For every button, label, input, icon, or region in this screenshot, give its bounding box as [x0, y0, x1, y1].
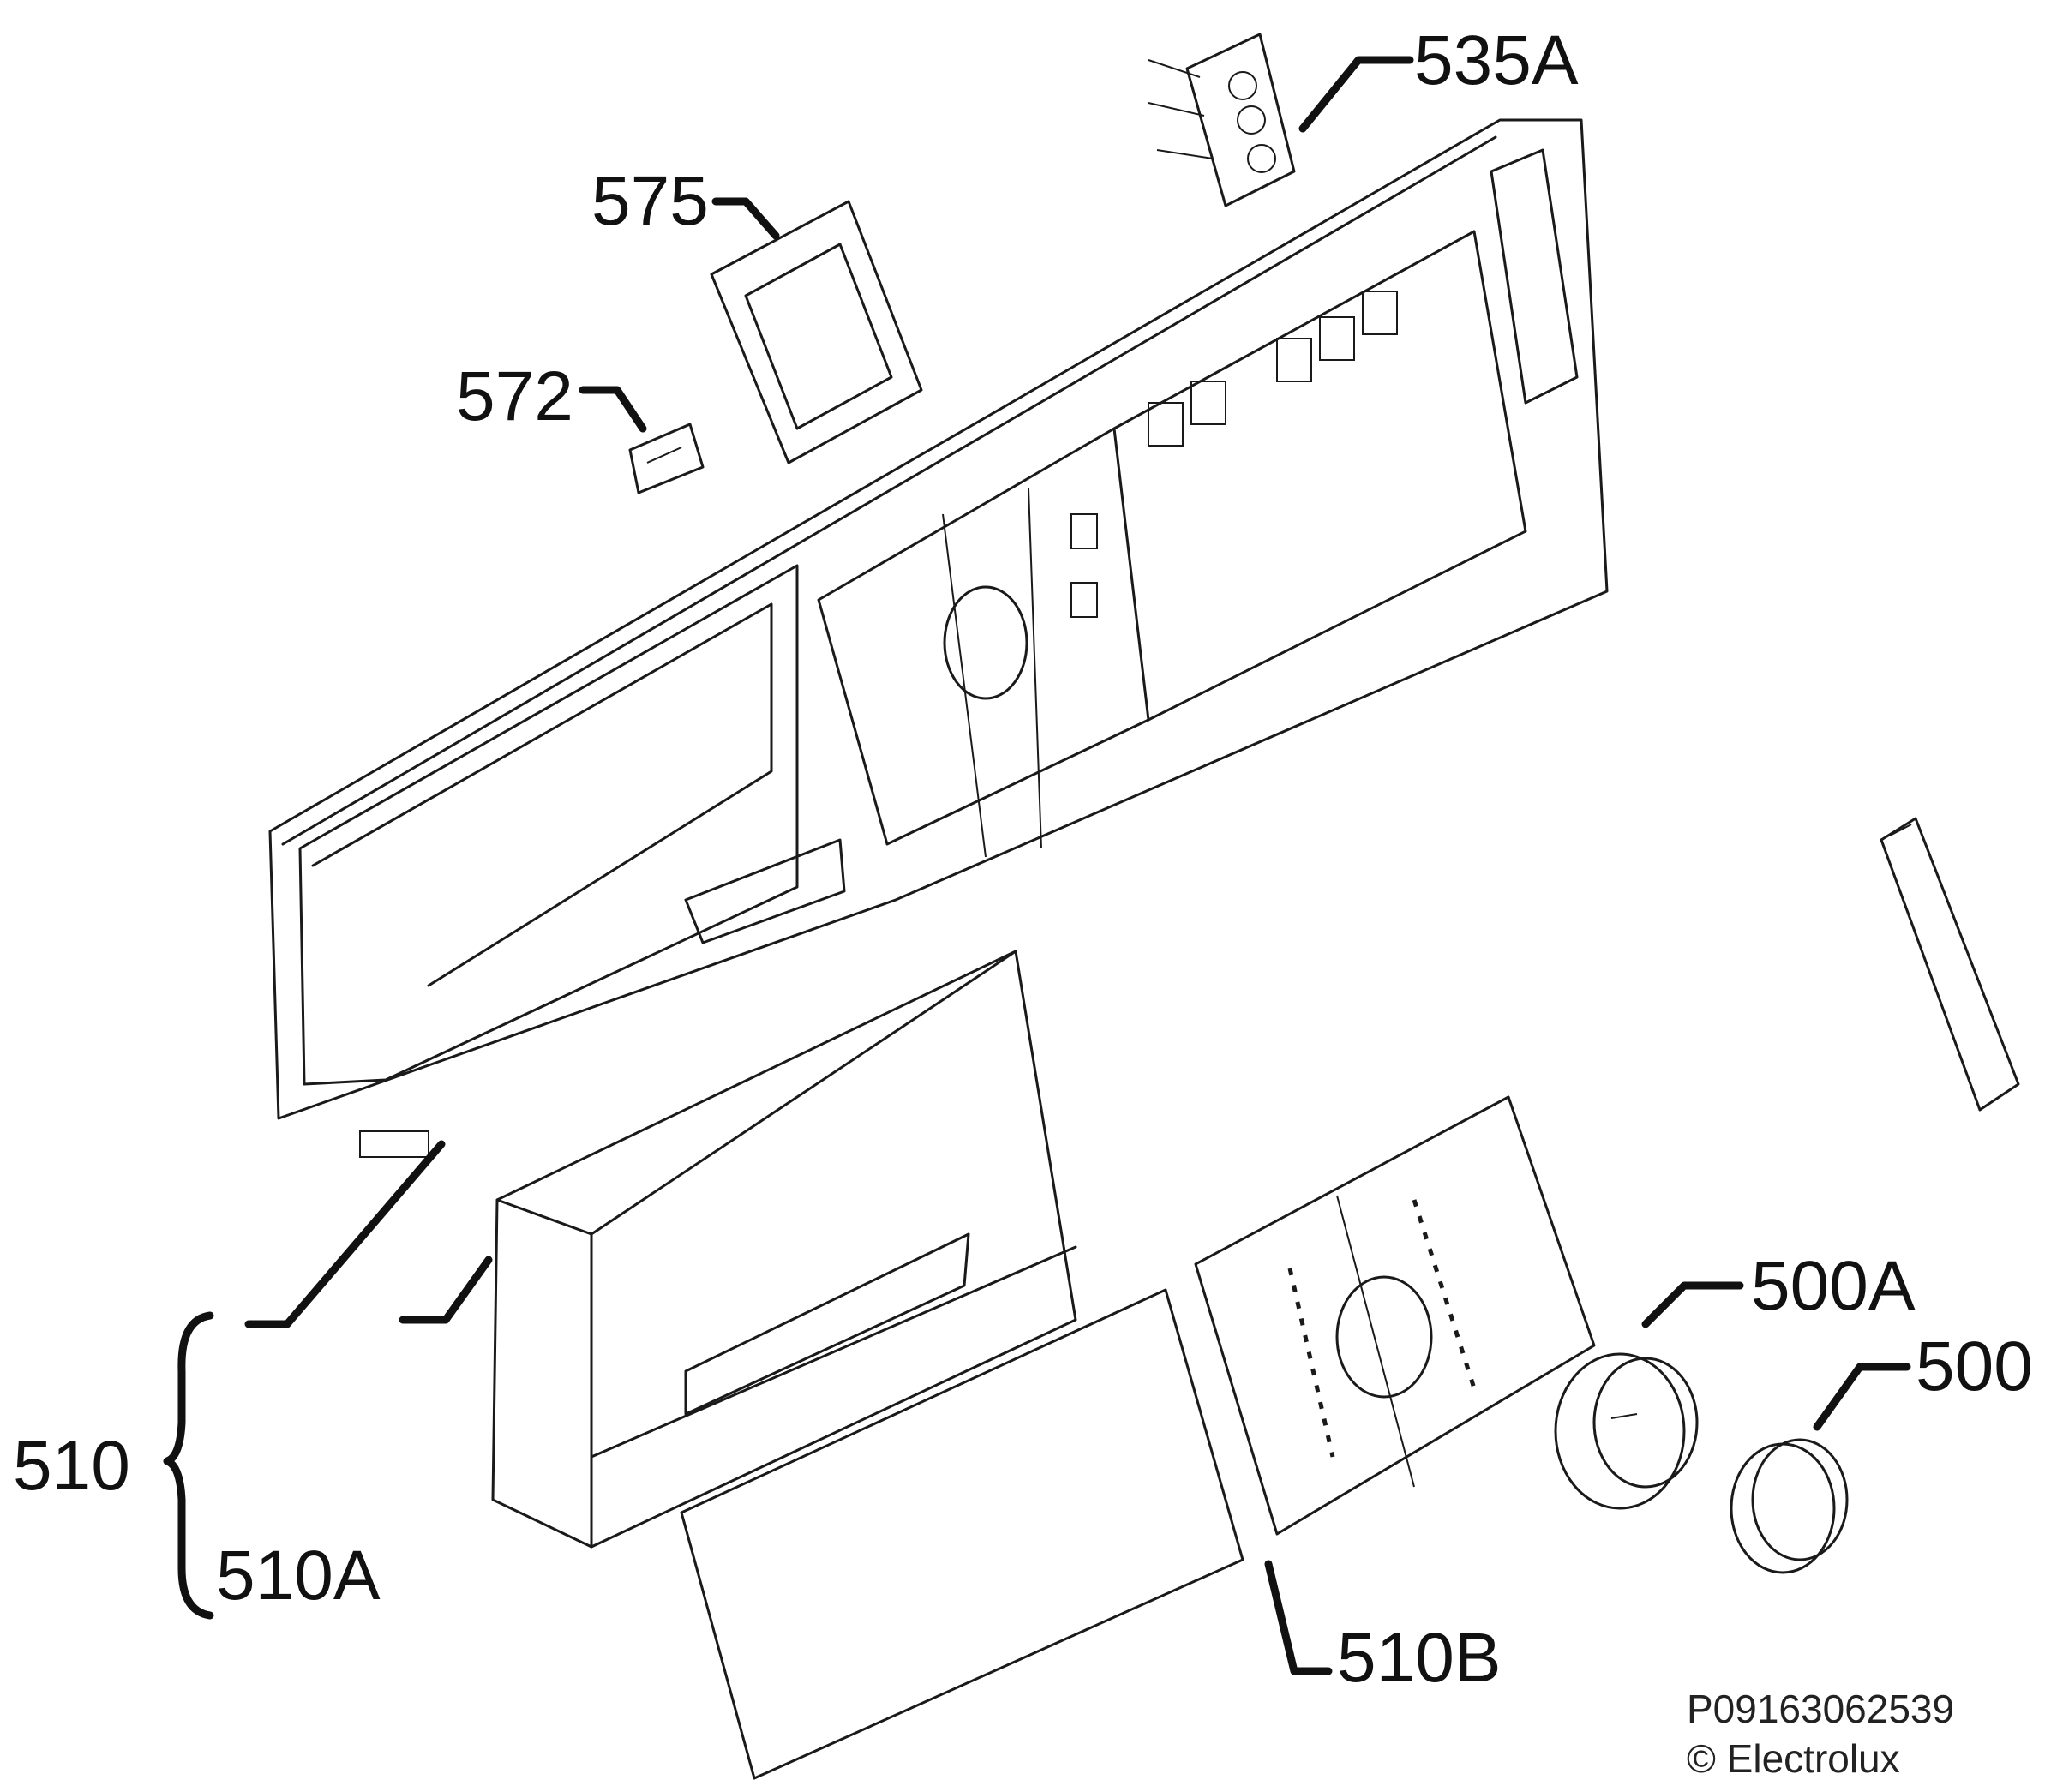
drawer-flap	[680, 1288, 1244, 1780]
leader-500	[1813, 1363, 1911, 1431]
copyright-notice: © Electrolux	[1687, 1736, 1900, 1781]
control-panel-housing	[268, 118, 1609, 1158]
part-500a-knob-base	[1554, 1352, 1699, 1510]
leader-510b	[1264, 1560, 1333, 1675]
label-510a: 510A	[216, 1537, 381, 1615]
leader-lines	[163, 56, 1911, 1675]
brace-510	[163, 1311, 214, 1620]
label-575: 575	[591, 162, 709, 240]
leader-575	[711, 197, 780, 240]
diagram-footer: P09163062539 © Electrolux	[1687, 1687, 1954, 1781]
leader-535a	[1298, 56, 1414, 133]
leader-510a	[399, 1256, 493, 1324]
part-510a-drawer-front	[491, 950, 1077, 1549]
part-535a-connector	[1148, 33, 1296, 207]
part-575-display-frame	[710, 200, 923, 464]
diagram-code: P09163062539	[1687, 1687, 1954, 1731]
label-500: 500	[1916, 1328, 2033, 1405]
part-572-switch	[628, 423, 705, 494]
leader-510	[244, 1140, 446, 1328]
label-535a: 535A	[1414, 21, 1579, 99]
side-cover-strip	[1880, 817, 2020, 1112]
label-510b: 510B	[1337, 1619, 1502, 1697]
part-labels: 535A 575 572 510 510A 510B 500A 500	[13, 21, 2033, 1697]
label-572: 572	[456, 357, 573, 435]
label-510: 510	[13, 1427, 130, 1505]
part-500-knob-cap	[1730, 1438, 1849, 1574]
leader-500a	[1641, 1281, 1744, 1328]
leader-572	[579, 386, 647, 433]
label-500a: 500A	[1751, 1247, 1916, 1325]
part-510b-fascia	[1194, 1095, 1596, 1536]
panel-button-windows	[1070, 291, 1398, 618]
